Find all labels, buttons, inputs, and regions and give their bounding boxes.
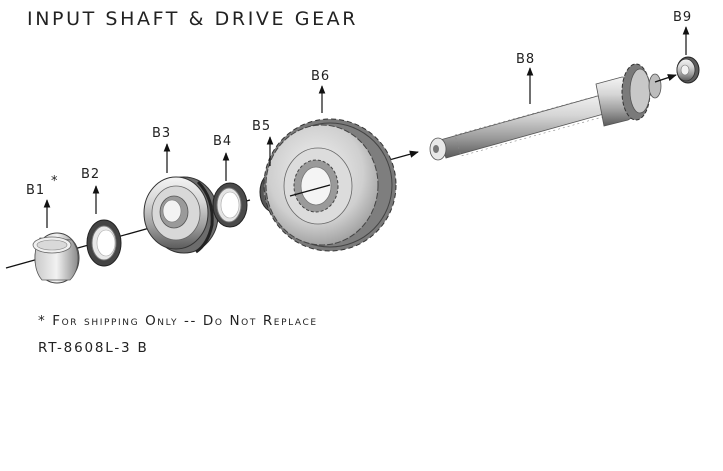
b2-label: B2: [81, 167, 100, 182]
b5-label: B5: [252, 119, 271, 134]
b8-label: B8: [516, 52, 535, 67]
part-b2-ring: [86, 219, 122, 267]
gear-axis-line: [289, 184, 331, 197]
b1-label: B1: [26, 183, 45, 198]
b9-label: B9: [673, 10, 692, 25]
diagram-title: INPUT SHAFT & DRIVE GEAR: [27, 8, 359, 30]
part-b8-input-shaft: [429, 63, 662, 161]
shaft-axis-line: [654, 74, 677, 83]
part-b4-ring: [212, 182, 248, 228]
b4-label: B4: [213, 134, 232, 149]
part-number: RT-8608L-3 B: [38, 340, 149, 356]
part-b1-sleeve: [32, 232, 80, 284]
b6-label: B6: [311, 69, 330, 84]
part-b9-bearing: [676, 56, 700, 84]
b3-label: B3: [152, 126, 171, 141]
part-b3-bearing: [143, 176, 219, 254]
b1-shipping-marker: *: [51, 174, 59, 189]
shipping-note: * For shipping Only -- Do Not Replace: [38, 313, 318, 329]
